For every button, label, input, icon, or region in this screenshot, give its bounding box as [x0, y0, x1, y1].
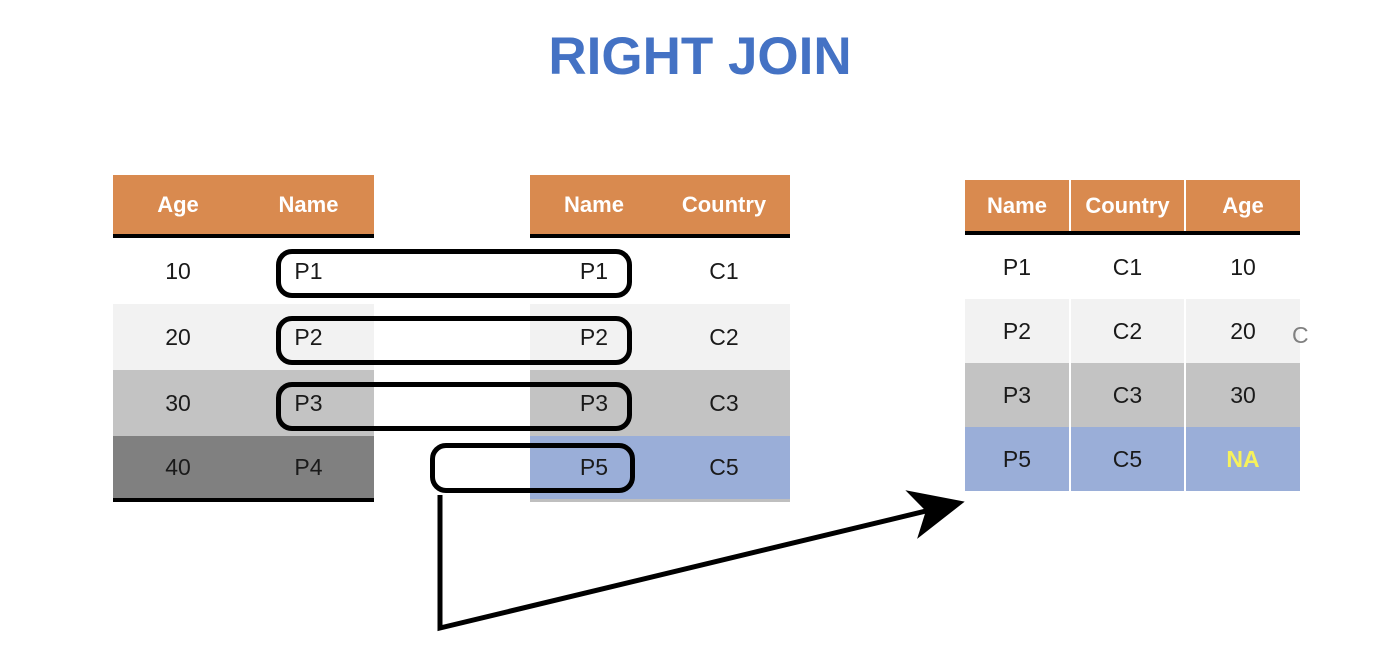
left-table: Age Name 10 P1 20 P2 30 P3 40 P4 [113, 175, 374, 502]
cell-name: P3 [965, 363, 1071, 427]
cell-country: C1 [1071, 235, 1186, 299]
middle-table: Name Country P1 C1 P2 C2 P3 C3 P5 C5 [530, 175, 790, 502]
table-row: P1 C1 10 [965, 235, 1300, 299]
cell-country: C5 [709, 454, 739, 480]
cell-name: P2 [965, 299, 1071, 363]
cell-name: P1 [294, 257, 323, 284]
cell-age: 20 [1230, 317, 1256, 344]
left-table-header-age: Age [157, 191, 199, 217]
result-table-header-age: Age [1222, 192, 1264, 218]
result-table: Name Country Age P1 C1 10 P2 C2 20 P3 C3… [965, 180, 1300, 491]
table-row: 20 P2 [113, 304, 374, 370]
connector-box-p5-unmatched [430, 443, 635, 493]
cell-name: P5 [579, 454, 609, 480]
table-row: P2 C2 [530, 304, 790, 370]
left-table-header-row: Age Name [113, 175, 374, 238]
cell-age: 10 [165, 257, 191, 284]
cell-country: C2 [709, 323, 739, 350]
result-table-header-name: Name [965, 180, 1071, 231]
cell-country: C3 [709, 389, 739, 416]
cell-name: P3 [579, 389, 609, 416]
middle-table-header-country: Country [681, 191, 767, 217]
cell-name: P1 [965, 235, 1071, 299]
middle-table-header-row: Name Country [530, 175, 790, 238]
page-title: RIGHT JOIN [548, 27, 852, 86]
cell-name: P2 [294, 323, 323, 350]
cell-age-na: NA [1226, 445, 1260, 472]
connector-box-p2 [276, 316, 632, 365]
result-table-header-row: Name Country Age [965, 180, 1300, 235]
cell-age: 40 [165, 453, 191, 480]
table-row: P5 C5 NA [965, 427, 1300, 491]
connector-box-p1 [276, 249, 632, 298]
cell-country: C2 [1071, 299, 1186, 363]
clipped-cell-fragment: C [1292, 322, 1309, 348]
cell-name: P2 [579, 323, 609, 350]
table-row: 40 P4 [113, 436, 374, 502]
cell-age: 30 [165, 389, 191, 416]
table-row: P2 C2 20 [965, 299, 1300, 363]
cell-name: P4 [294, 453, 323, 480]
left-table-header-name: Name [278, 191, 339, 217]
result-table-header-country: Country [1071, 180, 1186, 231]
connector-box-p3 [276, 382, 632, 431]
cell-country: C5 [1071, 427, 1186, 491]
cell-age: 20 [165, 323, 191, 350]
table-row: 30 P3 [113, 370, 374, 436]
cell-age: 30 [1230, 381, 1256, 408]
cell-name: P1 [579, 257, 609, 284]
cell-age: 10 [1230, 253, 1256, 280]
cell-name: P3 [294, 389, 323, 416]
cell-name: P5 [965, 427, 1071, 491]
cell-country: C3 [1071, 363, 1186, 427]
cell-country: C1 [709, 257, 739, 284]
middle-table-header-name: Name [564, 191, 624, 217]
table-row: P3 C3 [530, 370, 790, 436]
table-row: P3 C3 30 [965, 363, 1300, 427]
